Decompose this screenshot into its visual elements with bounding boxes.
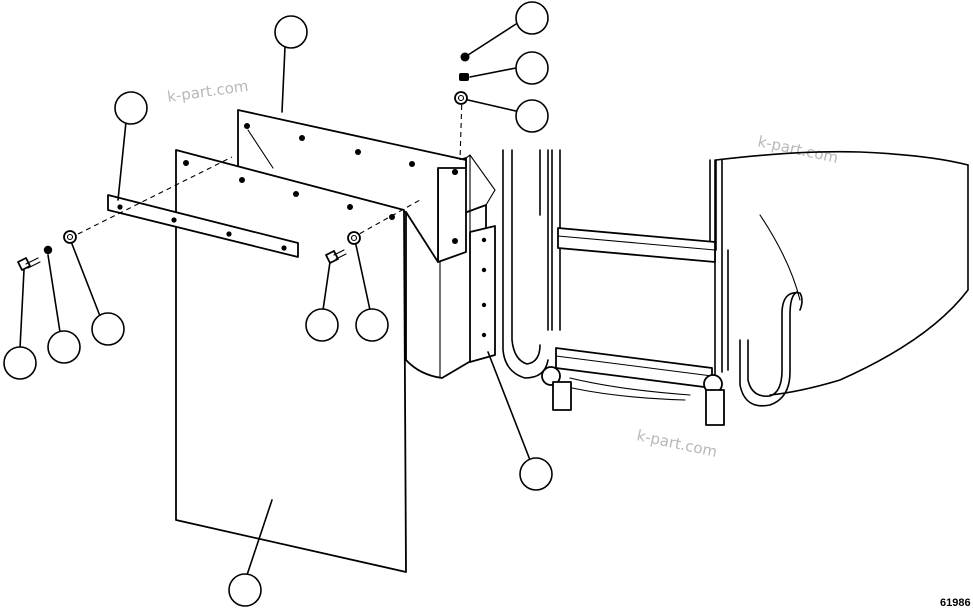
bolt-left [17, 257, 41, 271]
callout-8 [3, 346, 37, 380]
watermark-top-left: k-part.com [166, 77, 249, 106]
watermark-bottom-right: k-part.com [635, 426, 719, 461]
assembly-lines [69, 95, 463, 239]
nut-top [460, 52, 470, 62]
nut-middle [347, 231, 361, 245]
callout-9 [305, 308, 339, 342]
callout-11 [519, 457, 553, 491]
clamp-strip [107, 194, 299, 258]
flat-washer-top [454, 91, 468, 105]
callout-1 [274, 15, 308, 49]
callout-4 [515, 51, 549, 85]
lock-washer-top [459, 73, 469, 81]
tank-body [709, 150, 969, 396]
callout-2 [114, 91, 148, 125]
leader-lines [19, 23, 531, 576]
bolt-middle [325, 249, 347, 264]
watermark-top-right: k-part.com [756, 132, 840, 167]
fasteners-left [17, 230, 77, 271]
callout-5 [515, 99, 549, 133]
fasteners-top [454, 52, 470, 105]
lock-washer-left [43, 245, 53, 255]
callout-7 [47, 330, 81, 364]
fasteners-middle [325, 231, 361, 264]
step-ladder [502, 149, 803, 426]
callouts [3, 1, 553, 607]
figure-number: 61986 [940, 597, 971, 609]
mud-flap [175, 149, 407, 573]
nut-left [63, 230, 77, 244]
callout-12 [228, 573, 262, 607]
callout-3 [515, 1, 549, 35]
callout-10 [355, 308, 389, 342]
callout-6 [91, 312, 125, 346]
